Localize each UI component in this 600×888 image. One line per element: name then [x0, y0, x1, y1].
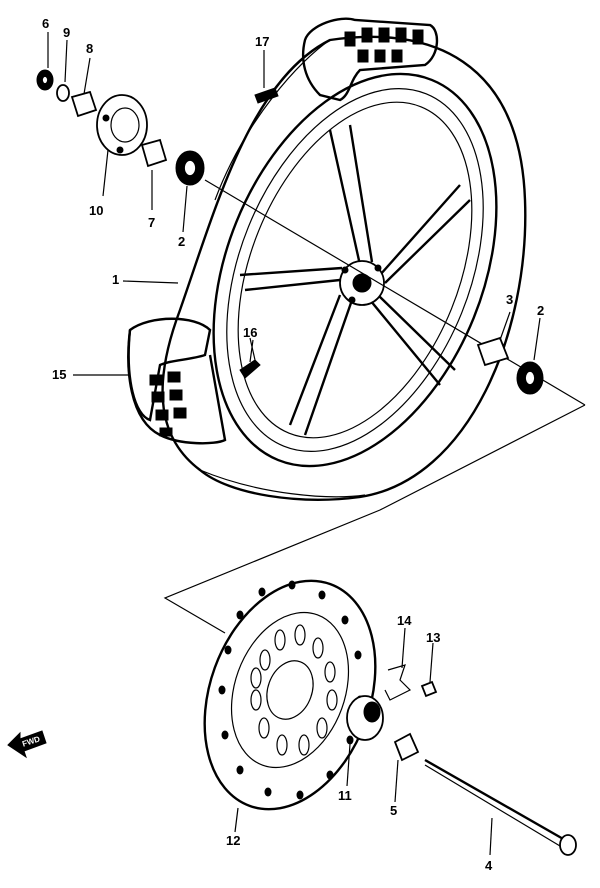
front-tire [127, 17, 527, 501]
wheel-spokes [239, 124, 471, 436]
brake-disc [203, 579, 377, 811]
part-label-3: 3 [506, 292, 514, 307]
part-label-1: 1 [112, 272, 120, 287]
leader-lines [47, 32, 541, 856]
part-label-14: 14 [397, 613, 412, 628]
part-label-11: 11 [338, 788, 352, 803]
part-label-5: 5 [390, 803, 398, 818]
part-label-4: 4 [485, 858, 493, 873]
part-label-13: 13 [426, 630, 441, 645]
part-label-12: 12 [226, 833, 241, 848]
part-label-10: 10 [89, 203, 104, 218]
fwd-arrow-icon [7, 730, 47, 759]
part-label-2-top: 2 [178, 234, 186, 249]
part-label-2-right: 2 [537, 303, 545, 318]
part-label-8: 8 [86, 41, 94, 56]
part-label-7: 7 [148, 215, 156, 230]
axle-parts [346, 664, 577, 856]
part-label-17: 17 [255, 34, 270, 49]
part-label-16: 16 [243, 325, 258, 340]
part-label-6: 6 [42, 16, 50, 31]
part-label-15: 15 [52, 367, 67, 382]
part-label-9: 9 [63, 25, 71, 40]
hub-parts [36, 69, 544, 395]
